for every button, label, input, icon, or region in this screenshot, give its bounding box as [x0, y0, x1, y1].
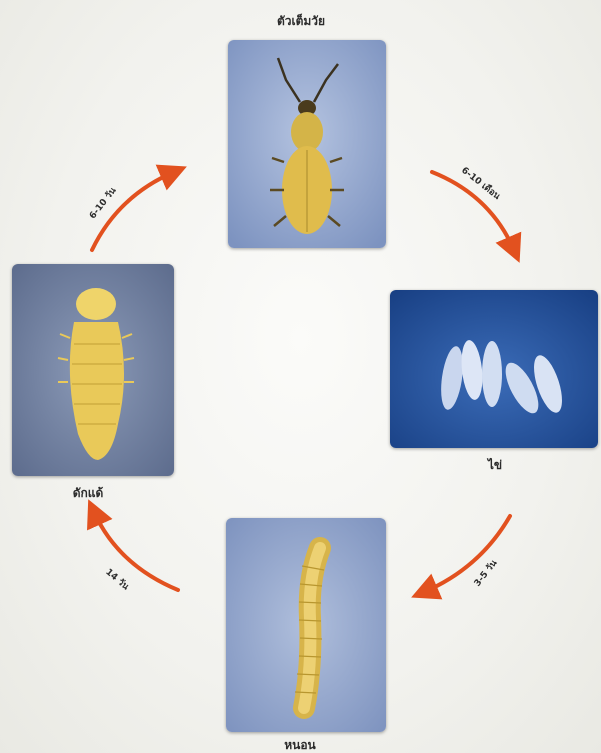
- duration-egg-to-larva: 3-5 วัน: [470, 557, 500, 590]
- adult-label: ตัวเต็มวัย: [268, 12, 334, 31]
- duration-adult-to-egg: 6-10 เดือน: [459, 163, 504, 202]
- pupa-label: ดักแด้: [58, 484, 118, 503]
- duration-pupa-to-adult: 6-10 วัน: [86, 184, 120, 222]
- pupa-image: [12, 264, 174, 476]
- arrow-egg-to-larva: [424, 516, 510, 592]
- eggs-image: [390, 290, 598, 448]
- adult-beetle-image: [228, 40, 386, 248]
- egg-label: ไข่: [475, 456, 515, 475]
- duration-larva-to-pupa: 14 วัน: [103, 565, 133, 593]
- larva-image: [226, 518, 386, 732]
- larva-label: หนอน: [270, 736, 330, 753]
